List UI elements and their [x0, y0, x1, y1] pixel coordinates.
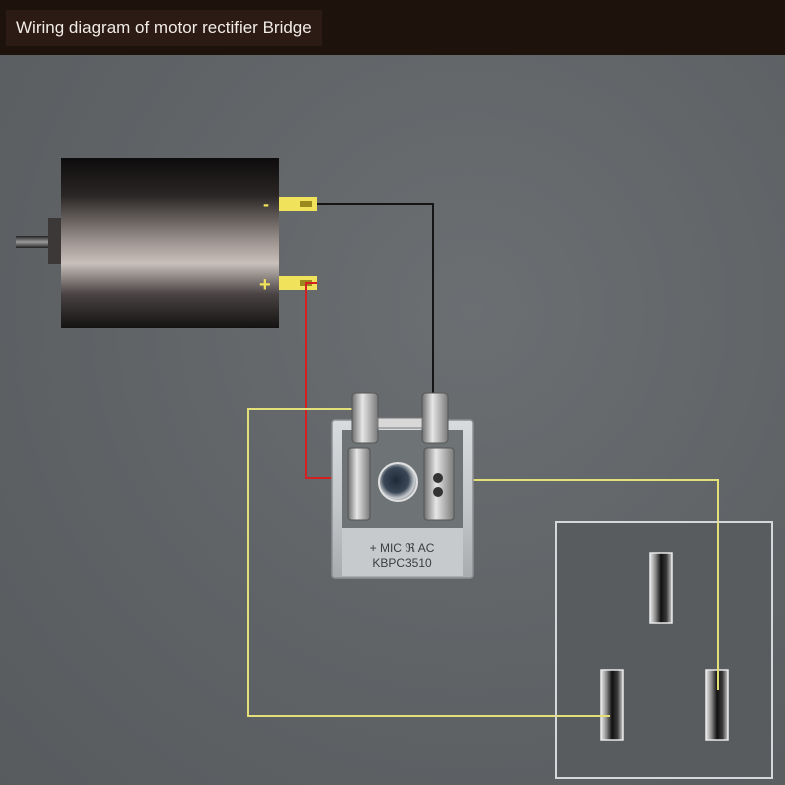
wire-ac-left [247, 408, 610, 717]
bridge-lug-dc-top-right [421, 392, 449, 444]
bridge-lug-ac-right [423, 447, 455, 521]
rectifier-bridge-icon: + MIC ℜ AC KBPC3510 [331, 392, 474, 579]
motor-plus-label: + [259, 274, 271, 296]
power-socket-icon [555, 521, 773, 779]
socket-slot-ground [649, 552, 673, 624]
wire-positive [305, 282, 352, 479]
bridge-lug-ac-top-left [351, 392, 379, 444]
motor-body [61, 158, 279, 328]
motor-minus-label: - [263, 194, 269, 214]
bridge-marking-line1: + MIC ℜ AC [370, 541, 435, 555]
bridge-lug-dc-left [347, 447, 371, 521]
motor-icon: - + [16, 158, 317, 328]
bridge-model-label: KBPC3510 [372, 556, 432, 570]
diagram-title: Wiring diagram of motor rectifier Bridge [6, 10, 322, 46]
motor-terminal-minus [279, 197, 317, 211]
motor-shaft-collar [48, 218, 64, 264]
bridge-mounting-hole [378, 462, 418, 502]
socket-slot-left [600, 669, 624, 741]
motor-terminal-plus [279, 276, 317, 290]
wire-negative [317, 203, 434, 395]
header-bar: Wiring diagram of motor rectifier Bridge [0, 0, 785, 55]
